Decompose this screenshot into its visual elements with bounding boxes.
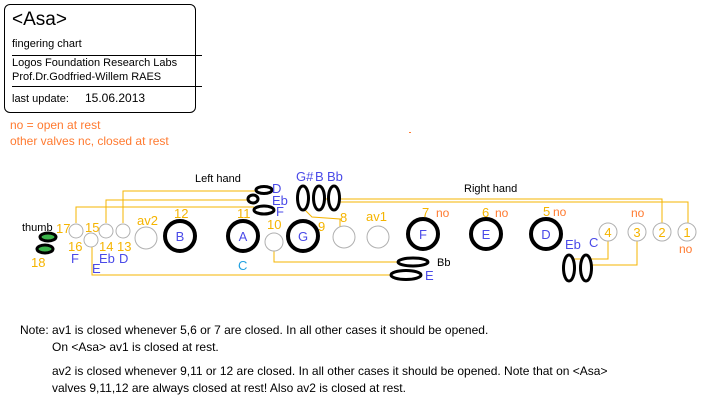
valve-15[interactable] — [83, 232, 99, 248]
label-1: 1 — [683, 225, 690, 240]
organization: Logos Foundation Research Labs — [12, 57, 178, 69]
key-7-F[interactable] — [406, 217, 440, 251]
note-D: D — [541, 227, 550, 242]
valve-13[interactable] — [115, 223, 131, 239]
label-13: 13 — [117, 239, 131, 254]
note-Bb-low: Bb — [437, 257, 450, 269]
note-av1-rest: On <Asa> av1 is closed at rest. — [52, 340, 219, 354]
note-A: A — [239, 229, 248, 244]
note-Gs: G# — [296, 169, 314, 184]
label-11: 11 — [237, 206, 251, 221]
note-F-16: F — [71, 251, 79, 266]
label-12: 12 — [174, 206, 188, 221]
key-6-E[interactable] — [469, 217, 503, 251]
label-15: 15 — [85, 220, 99, 235]
note-Bb-key: Bb — [327, 169, 343, 184]
note-D-13: D — [119, 251, 128, 266]
key-5-D[interactable] — [529, 217, 563, 251]
valve-2[interactable] — [652, 222, 672, 242]
legend-open: no = open at rest — [10, 118, 101, 132]
note-F: F — [419, 227, 427, 242]
note-B: B — [176, 229, 185, 244]
label-6: 6 — [482, 205, 489, 220]
note-Eb-right: Eb — [565, 237, 581, 252]
left-hand-label: Left hand — [195, 173, 241, 185]
no-6: no — [495, 206, 509, 220]
title: <Asa> — [12, 9, 67, 30]
note-E-low: E — [425, 268, 434, 283]
thumb-key-18[interactable] — [35, 243, 55, 255]
label-9: 9 — [318, 219, 325, 234]
label-av2: av2 — [137, 213, 158, 228]
no-7: no — [436, 206, 450, 220]
key-Eb-side[interactable] — [246, 193, 260, 205]
label-7: 7 — [422, 205, 429, 220]
divider — [12, 55, 202, 56]
key-Eb-right[interactable] — [562, 253, 576, 283]
no-5: no — [553, 205, 567, 219]
label-10: 10 — [267, 217, 281, 232]
valve-8[interactable] — [332, 225, 356, 249]
label-5: 5 — [543, 204, 550, 219]
no-3: no — [631, 206, 645, 220]
header-box: <Asa> fingering chart Logos Foundation R… — [4, 4, 202, 113]
update-label: last update: — [12, 93, 69, 105]
valve-3[interactable] — [627, 222, 647, 242]
note-Eb-14: Eb — [99, 251, 115, 266]
note-G: G — [298, 229, 308, 244]
key-G[interactable] — [286, 219, 320, 253]
subtitle: fingering chart — [12, 38, 82, 50]
valve-1[interactable] — [677, 222, 697, 242]
note-C-right: C — [589, 235, 598, 250]
thumb-key-17[interactable] — [38, 231, 58, 243]
legend-closed: other valves nc, closed at rest — [10, 134, 169, 148]
note-C-under-A: C — [238, 258, 247, 273]
label-3: 3 — [633, 225, 640, 240]
divider — [12, 86, 202, 87]
key-C-right[interactable] — [579, 253, 593, 283]
key-F-side[interactable] — [252, 204, 276, 216]
key-D-side[interactable] — [254, 185, 274, 195]
key-Bb-low[interactable] — [396, 256, 430, 268]
no-1: no — [679, 242, 693, 256]
label-17: 17 — [56, 221, 70, 236]
dot — [409, 132, 411, 133]
valve-14[interactable] — [98, 223, 114, 239]
thumb-label: thumb — [22, 222, 53, 234]
note-av1: Note: av1 is closed whenever 5,6 or 7 ar… — [20, 323, 489, 337]
note-F-key: F — [276, 204, 284, 219]
key-11-A[interactable] — [226, 219, 260, 253]
valve-10[interactable] — [264, 232, 284, 252]
note-av2-rest: valves 9,11,12 are always closed at rest… — [52, 381, 406, 395]
label-2: 2 — [658, 225, 665, 240]
valve-av1[interactable] — [366, 225, 390, 249]
author: Prof.Dr.Godfried-Willem RAES — [12, 71, 162, 83]
key-E-low[interactable] — [389, 269, 423, 281]
label-14: 14 — [99, 239, 113, 254]
valve-4[interactable] — [598, 222, 618, 242]
label-av1: av1 — [366, 209, 387, 224]
note-Eb-key: Eb — [272, 193, 288, 208]
label-8: 8 — [340, 210, 347, 225]
label-16: 16 — [68, 239, 82, 254]
valve-av2[interactable] — [134, 226, 158, 250]
valve-17[interactable] — [68, 223, 84, 239]
note-E: E — [482, 227, 491, 242]
note-B-key: B — [315, 169, 324, 184]
note-E-15: E — [92, 261, 101, 276]
key-12-B[interactable] — [163, 219, 197, 253]
right-hand-label: Right hand — [464, 183, 517, 195]
key-Bb[interactable] — [327, 184, 341, 212]
label-4: 4 — [604, 225, 611, 240]
note-av2: av2 is closed whenever 9,11 or 12 are cl… — [52, 364, 608, 378]
update-date: 15.06.2013 — [85, 91, 146, 105]
note-D-key: D — [272, 181, 281, 196]
label-18: 18 — [31, 255, 45, 270]
key-Gs[interactable] — [296, 184, 310, 212]
key-B[interactable] — [312, 184, 326, 212]
